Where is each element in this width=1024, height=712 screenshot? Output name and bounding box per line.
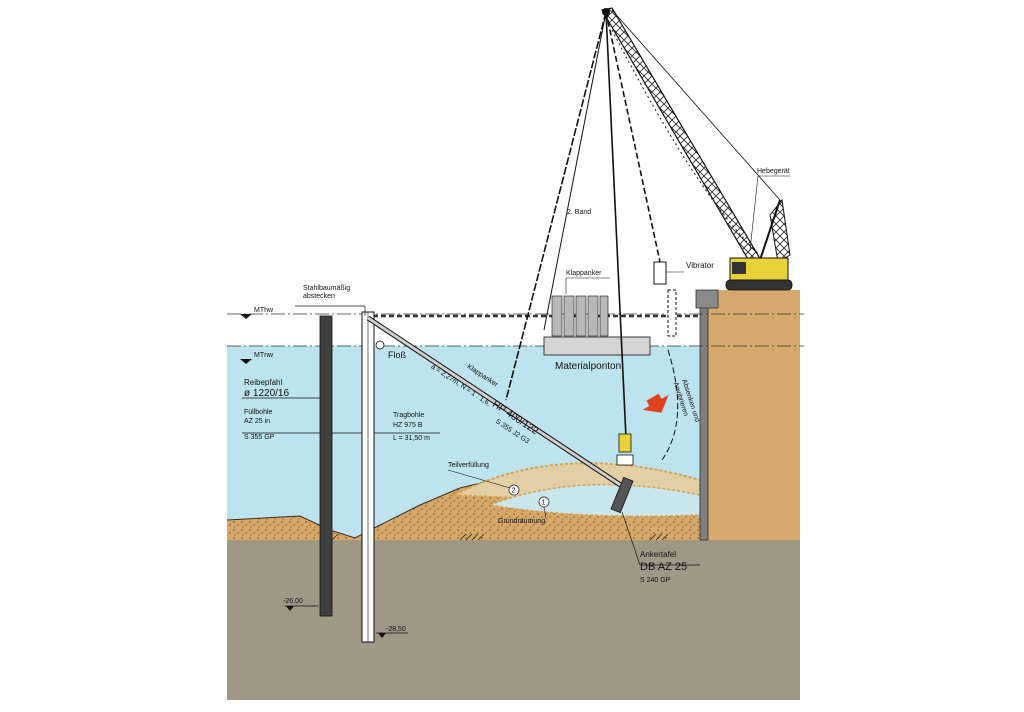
material-pontoon — [543, 336, 651, 356]
hebegeraet-label: Hebegerät — [757, 168, 790, 175]
reibepfahl-spec: ø 1220/16 — [244, 388, 289, 399]
klappanker-beam — [366, 315, 630, 493]
ankertafel-spec-2: S 240 GP — [640, 577, 671, 584]
ankertafel-label: Ankertafel — [640, 550, 676, 559]
klappanker-top-label: Klappanker — [566, 270, 602, 277]
grundraeumung-label: Grundräumung — [498, 518, 545, 525]
crane-tracks — [725, 279, 793, 291]
tragbohle-spec-2: L = 31,50 m — [393, 435, 430, 442]
anchor-clamp — [618, 433, 632, 453]
reibepfahl-label: Reibepfahl — [244, 378, 282, 387]
step-2-label: 2 — [512, 488, 516, 495]
step-2-marker — [508, 484, 520, 496]
mthw-marker-icon — [240, 314, 252, 319]
vibrator-label: Vibrator — [686, 261, 714, 270]
crane-apex — [602, 8, 610, 16]
tragbohle-spec-1: HZ 975 B — [393, 422, 423, 429]
materialponton-label: Materialponton — [555, 361, 621, 372]
anchor-stack — [551, 295, 609, 337]
lowering-arrow-icon — [642, 393, 669, 413]
mthw-label: MThw — [254, 307, 274, 314]
quay-land — [704, 290, 800, 540]
step-1-label: 1 — [542, 500, 546, 507]
mtnw-marker-icon — [240, 359, 252, 364]
crane-boom — [601, 7, 763, 267]
teilverfuellung-label: Teilverfüllung — [448, 462, 489, 469]
mtnw-label: MTnw — [254, 352, 274, 359]
level-28-marker-icon — [378, 633, 386, 638]
level-26-label: -26,00 — [283, 598, 303, 605]
quay-cap — [695, 289, 719, 309]
fuellbohle-spec-2: S 355 GP — [244, 434, 275, 441]
band-label: 2. Band — [567, 209, 591, 216]
vibrator — [653, 261, 667, 285]
left-leader-lines — [242, 305, 440, 434]
friction-pile — [319, 315, 333, 617]
stahlbau-label-1: Stahlbaumäßig — [303, 285, 350, 292]
anchor-plate — [610, 476, 634, 514]
tragbohle-label: Tragbohle — [393, 412, 424, 419]
lowering-arrow-line — [661, 349, 679, 461]
fuellbohle-label: Füllbohle — [244, 409, 273, 416]
level-26-marker-icon — [286, 606, 294, 611]
subsoil — [227, 540, 800, 700]
ankertafel-spec-1: DB AZ 25 — [640, 561, 687, 573]
crane-cables — [505, 11, 761, 439]
level-28-label: -28,50 — [386, 626, 406, 633]
float-icon — [375, 340, 385, 350]
fuellbohle-spec-1: AZ 25 in — [244, 418, 270, 425]
dredge-area — [487, 483, 701, 517]
floss-label: Floß — [388, 350, 407, 360]
stahlbau-label-2: abstecken — [303, 293, 335, 300]
